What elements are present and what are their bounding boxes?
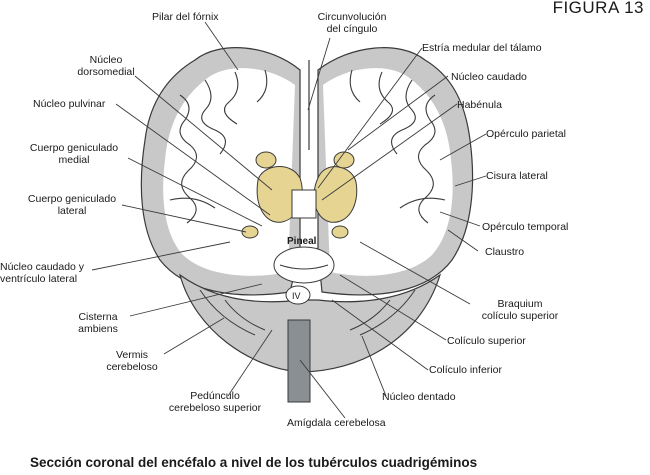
label-operculo-parietal: Opérculo parietal (486, 128, 566, 140)
label-ventriculo-iv: IV (292, 291, 301, 301)
label-habenula: Habénula (457, 99, 502, 111)
label-pedunculo: Pedúnculo cerebeloso superior (168, 390, 262, 414)
label-cisterna-ambiens: Cisterna ambiens (78, 311, 118, 335)
fourth-ventricle (285, 285, 311, 305)
gyri-folds (169, 69, 446, 224)
pineal-region (273, 189, 335, 284)
leader-lines (91, 21, 487, 419)
figure-number: FIGURA 13 (552, 0, 644, 17)
label-circunvolucion-cingulo: Circunvolución del cíngulo (317, 11, 387, 35)
label-nucleo-dorsomedial: Núcleo dorsomedial (77, 54, 135, 78)
label-coliculo-inferior: Colículo inferior (429, 364, 502, 376)
label-cuerpo-geniculado-medial: Cuerpo geniculado medial (29, 142, 119, 166)
label-estria-medular: Estría medular del tálamo (422, 42, 542, 54)
label-operculo-temporal: Opérculo temporal (482, 221, 569, 233)
label-nucleo-caudado: Núcleo caudado (451, 71, 527, 83)
label-vermis: Vermis cerebeloso (106, 349, 158, 373)
white-matter (163, 68, 453, 276)
label-nucleo-caudado-ventriculo: Núcleo caudado y ventrículo lateral (0, 261, 85, 285)
label-nucleo-pulvinar: Núcleo pulvinar (33, 98, 106, 110)
label-nucleo-dentado: Núcleo dentado (382, 391, 456, 403)
thalamus (241, 151, 358, 239)
figure-caption: Sección coronal del encéfalo a nivel de … (30, 455, 478, 470)
label-claustro: Claustro (485, 246, 525, 258)
label-cisura-lateral: Cisura lateral (486, 170, 548, 182)
label-cuerpo-geniculado-lateral: Cuerpo geniculado lateral (27, 193, 117, 217)
label-braquium: Braquium colículo superior (481, 298, 559, 322)
label-pilar-fornix: Pilar del fórnix (152, 11, 219, 23)
label-pineal: Pineal (287, 236, 317, 247)
label-coliculo-superior: Colículo superior (447, 335, 526, 347)
label-amigdala: Amígdala cerebelosa (287, 417, 386, 429)
brainstem (287, 319, 311, 403)
